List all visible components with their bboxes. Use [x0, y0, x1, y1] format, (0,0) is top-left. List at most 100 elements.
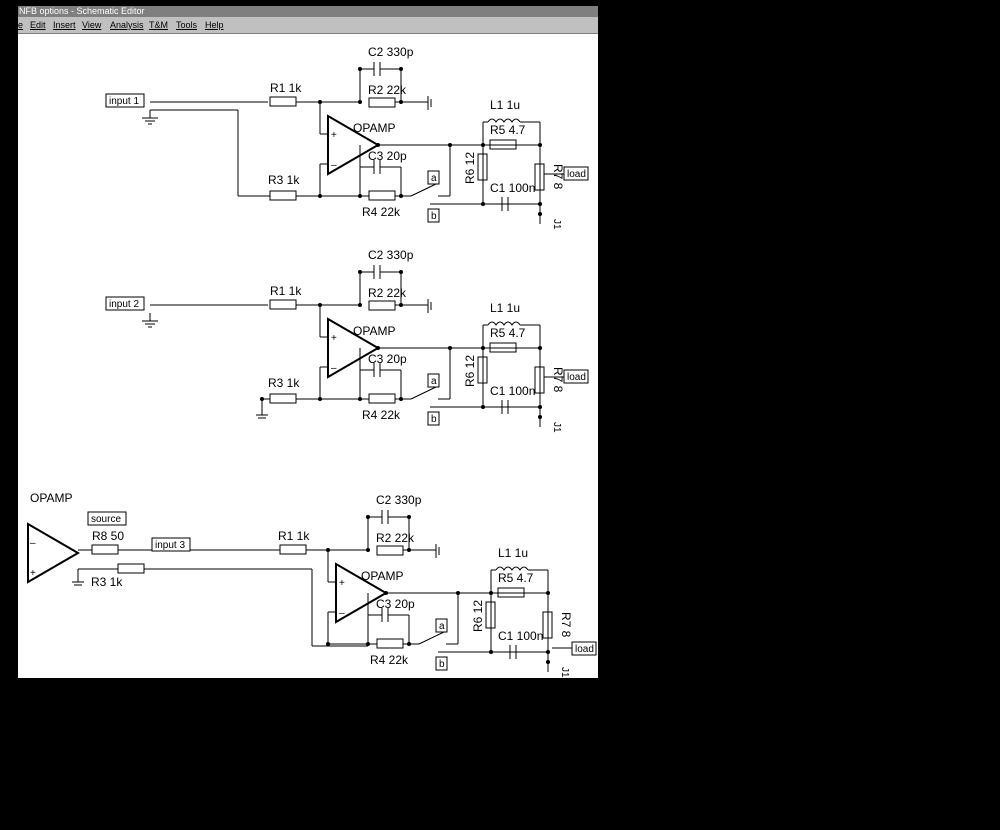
resistor-r5[interactable] — [489, 139, 517, 150]
resistor-r2[interactable] — [368, 97, 396, 108]
r1-label: R1 1k — [278, 529, 310, 543]
switch-b-box[interactable] — [427, 208, 440, 223]
j1-label: J1 — [559, 667, 570, 678]
r4-label: R4 22k — [362, 408, 401, 422]
r6-label: R6 12 — [471, 600, 485, 632]
resistor-r4[interactable] — [368, 190, 396, 201]
circuit-1: input 1 R1 1k — [105, 45, 589, 230]
switch-a-box[interactable] — [427, 373, 440, 388]
input-label: input 3 — [155, 540, 185, 551]
resistor-r7[interactable] — [542, 611, 553, 639]
resistor-r2[interactable] — [368, 300, 396, 311]
menu-help[interactable]: Help — [205, 20, 224, 30]
c2-label: C2 330p — [368, 248, 414, 262]
switch-a-box[interactable] — [435, 618, 448, 633]
resistor-r3-source[interactable] — [117, 563, 145, 574]
resistor-r3[interactable] — [269, 190, 297, 201]
resistor-r1[interactable] — [279, 544, 307, 555]
resistor-r1[interactable] — [269, 299, 297, 310]
svg-text:+: + — [30, 568, 36, 579]
load-label: load — [575, 644, 594, 655]
resistor-r6[interactable] — [477, 356, 488, 384]
r6-label: R6 12 — [463, 355, 477, 387]
switch-b-box[interactable] — [435, 656, 448, 671]
circuit-2: input 2 R1 1k C2 330p — [105, 248, 589, 433]
resistor-r7[interactable] — [534, 366, 545, 394]
resistor-r6[interactable] — [485, 601, 496, 629]
r8-label: R8 50 — [92, 529, 124, 543]
switch-a-label: a — [431, 173, 437, 184]
r1-label: R1 1k — [270, 81, 302, 95]
opamp-label: OPAMP — [353, 324, 395, 338]
menu-analysis[interactable]: Analysis — [110, 20, 144, 30]
resistor-r4[interactable] — [376, 638, 404, 649]
source-opamp-triangle[interactable] — [27, 522, 80, 584]
switch-b-label: b — [439, 659, 445, 670]
opamp-triangle[interactable] — [327, 114, 380, 176]
opamp-label: OPAMP — [353, 121, 395, 135]
resistor-r1[interactable] — [269, 96, 297, 107]
source-label-box[interactable] — [87, 511, 127, 526]
switch-b-label: b — [431, 211, 437, 222]
menu-file[interactable]: e — [18, 20, 24, 30]
r4-label: R4 22k — [362, 205, 401, 219]
c2-label: C2 330p — [368, 45, 414, 59]
resistor-r5[interactable] — [497, 587, 525, 598]
input-label-box[interactable] — [105, 296, 145, 311]
r7-label: R7 8 — [551, 164, 565, 190]
resistor-r3[interactable] — [269, 393, 297, 404]
j1-label: J1 — [551, 422, 562, 433]
resistor-r5[interactable] — [489, 342, 517, 353]
opamp-triangle[interactable] — [327, 317, 380, 379]
r5-label: R5 4.7 — [490, 326, 526, 340]
resistor-r6[interactable] — [477, 153, 488, 181]
source-label: source — [91, 514, 121, 525]
c3-label: C3 20p — [368, 149, 407, 163]
l1-label: L1 1u — [490, 98, 520, 112]
r2-label: R2 22k — [376, 531, 415, 545]
svg-text:–: – — [331, 363, 337, 374]
resistor-r8[interactable] — [91, 544, 119, 555]
menu-edit[interactable]: Edit — [30, 20, 46, 30]
svg-text:–: – — [339, 608, 345, 619]
source-stage: OPAMP – + source R8 50 R3 1k — [27, 491, 368, 647]
switch-b-box[interactable] — [427, 411, 440, 426]
resistor-r2[interactable] — [376, 545, 404, 556]
menu-insert[interactable]: Insert — [53, 20, 76, 30]
menu-tm[interactable]: T&M — [149, 20, 168, 30]
menu-view[interactable]: View — [82, 20, 102, 30]
menu-tools[interactable]: Tools — [176, 20, 198, 30]
r7-label: R7 8 — [559, 612, 573, 638]
r3-source-label: R3 1k — [91, 575, 123, 589]
resistor-r4[interactable] — [368, 393, 396, 404]
svg-text:–: – — [331, 160, 337, 171]
switch-a-box[interactable] — [427, 170, 440, 185]
input-label: input 2 — [109, 299, 139, 310]
r2-label: R2 22k — [368, 83, 407, 97]
c1-label: C1 100n — [490, 181, 535, 195]
svg-text:+: + — [331, 130, 337, 141]
svg-text:–: – — [30, 538, 36, 549]
c1-label: C1 100n — [498, 629, 543, 643]
r7-label: R7 8 — [551, 367, 565, 393]
r5-label: R5 4.7 — [490, 123, 526, 137]
r5-label: R5 4.7 — [498, 571, 534, 585]
l1-label: L1 1u — [490, 301, 520, 315]
r4-label: R4 22k — [370, 653, 409, 667]
c2-label: C2 330p — [376, 493, 422, 507]
load-label: load — [567, 169, 586, 180]
opamp-triangle[interactable] — [335, 562, 388, 624]
opamp-label: OPAMP — [361, 569, 403, 583]
schematic-editor-window: NFB options - Schematic Editor e Edit In… — [18, 6, 598, 678]
c3-label: C3 20p — [368, 352, 407, 366]
input-label-box[interactable] — [151, 537, 191, 552]
schematic-canvas[interactable]: input 1 R1 1k — [18, 34, 598, 678]
switch-a-label: a — [431, 376, 437, 387]
load-label: load — [567, 372, 586, 383]
resistor-r7[interactable] — [534, 163, 545, 191]
svg-text:+: + — [331, 333, 337, 344]
r6-label: R6 12 — [463, 152, 477, 184]
input-label-box[interactable] — [105, 93, 145, 108]
title-bar: NFB options - Schematic Editor — [18, 6, 598, 17]
l1-label: L1 1u — [498, 546, 528, 560]
